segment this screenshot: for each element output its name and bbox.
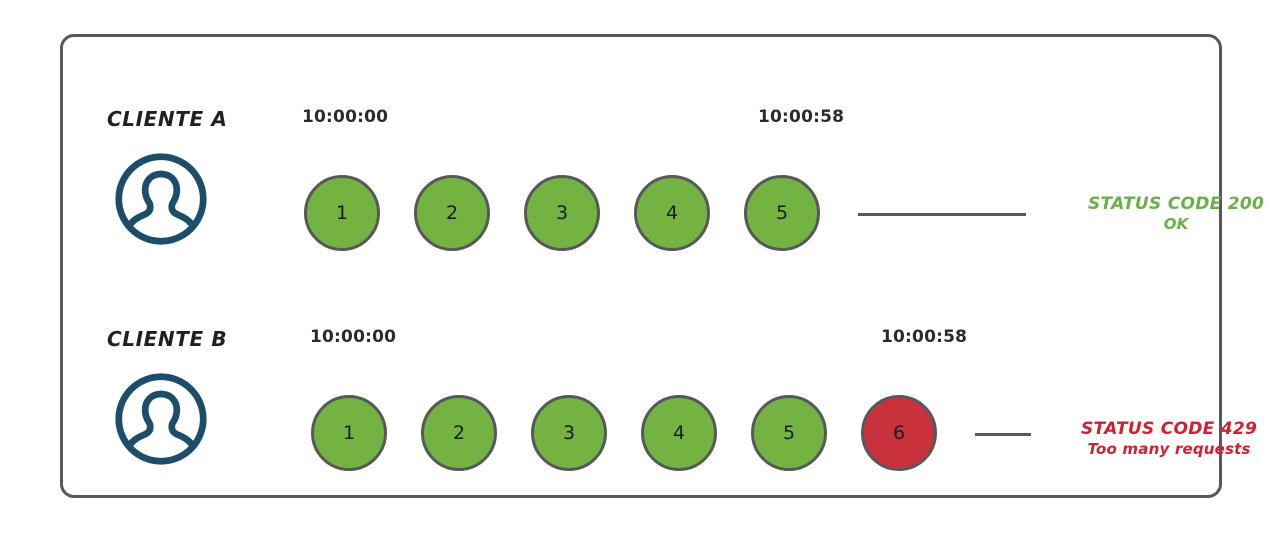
client-label-a: CLIENTE A [107,107,228,131]
connector-line-tail [858,213,1026,216]
status-badge-b: STATUS CODE 429 Too many requests [1081,419,1257,458]
request-node[interactable]: 1 [311,395,387,471]
request-node[interactable]: 5 [744,175,820,251]
request-node-number: 5 [782,422,796,444]
client-label-b: CLIENTE B [107,327,228,351]
request-node-number: 4 [672,422,686,444]
timestamp-start-b: 10:00:00 [310,327,397,347]
request-node-number: 4 [665,202,679,224]
request-node[interactable]: 3 [524,175,600,251]
timestamp-end-b: 10:00:58 [881,327,968,347]
connector-line-tail [975,433,1031,436]
request-node[interactable]: 3 [531,395,607,471]
request-node-number: 3 [555,202,569,224]
request-node[interactable]: 2 [414,175,490,251]
request-node[interactable]: 5 [751,395,827,471]
request-node[interactable]: 1 [304,175,380,251]
request-node-number: 1 [342,422,356,444]
status-code-line: STATUS CODE 429 [1081,419,1258,439]
request-node-number: 2 [452,422,466,444]
user-avatar-icon [113,371,209,467]
timestamp-end-a: 10:00:58 [758,107,845,127]
timestamp-start-a: 10:00:00 [302,107,389,127]
request-node[interactable]: 2 [421,395,497,471]
request-node-blocked[interactable]: 6 [861,395,937,471]
request-node-number: 1 [335,202,349,224]
request-node[interactable]: 4 [641,395,717,471]
status-text-line: OK [1163,214,1189,233]
status-text-line: Too many requests [1087,439,1251,458]
request-node-number: 6 [892,422,906,444]
status-code-line: STATUS CODE 200 [1088,194,1265,214]
client-row-a: CLIENTE A 10:00:00 10:00:58 1 2 3 [63,63,1264,273]
request-node-number: 5 [775,202,789,224]
diagram-frame: CLIENTE A 10:00:00 10:00:58 1 2 3 [60,34,1264,498]
request-node[interactable]: 4 [634,175,710,251]
request-node-number: 2 [445,202,459,224]
status-badge-a: STATUS CODE 200 OK [1088,194,1264,233]
client-row-b: CLIENTE B 10:00:00 10:00:58 1 2 [63,283,1257,493]
request-node-number: 3 [562,422,576,444]
user-avatar-icon [113,151,209,247]
